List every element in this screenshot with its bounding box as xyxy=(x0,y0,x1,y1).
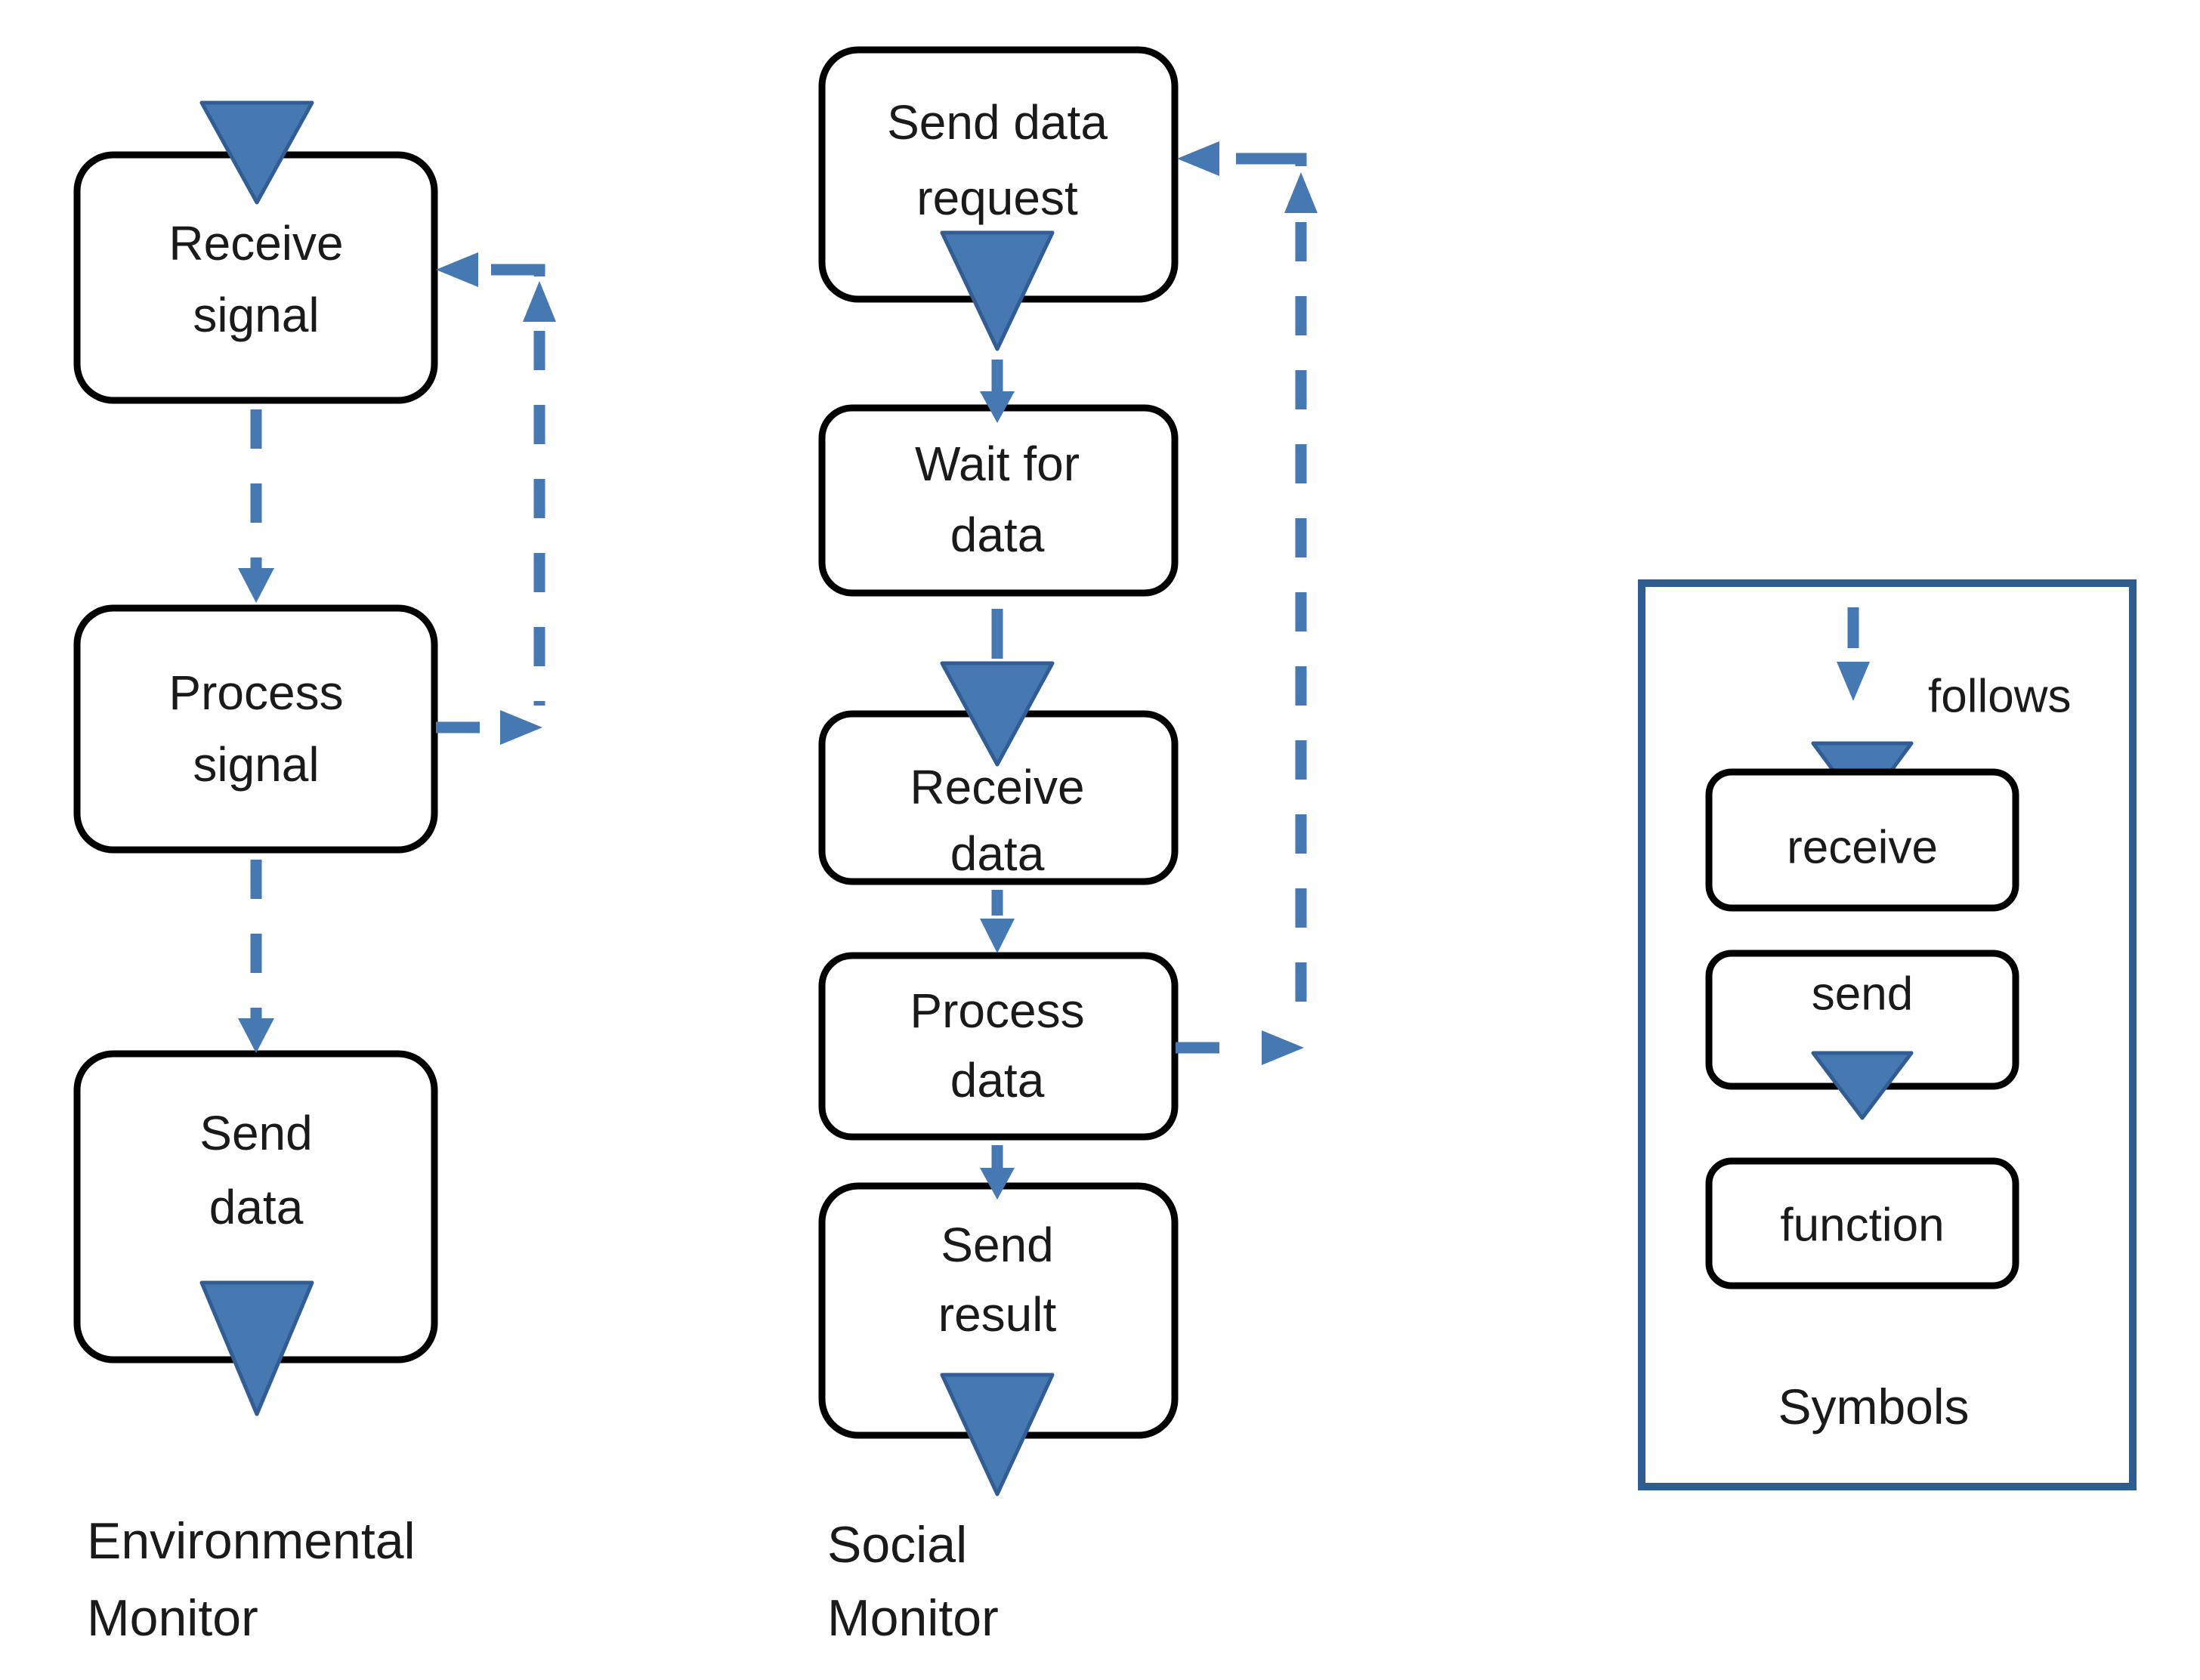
flow-box-label: data xyxy=(209,1180,304,1234)
flow-box-label: signal xyxy=(193,737,319,792)
legend-title: Symbols xyxy=(1778,1379,1969,1434)
flow-box-wait-for-data xyxy=(818,404,1179,597)
send-triangle-icon xyxy=(199,1280,314,1416)
flow-box-label: Send data xyxy=(887,95,1108,150)
arrowhead-down-icon xyxy=(238,568,274,603)
arrowhead-up-icon xyxy=(523,281,556,322)
legend-item-label: function xyxy=(1780,1200,1944,1252)
flow-box-label: Send xyxy=(941,1218,1053,1272)
arrowhead-up-icon xyxy=(1284,172,1318,213)
flow-box-label: Receive xyxy=(910,760,1084,814)
flow-box-label: Process xyxy=(168,666,343,720)
flow-box-label: Process xyxy=(910,984,1084,1038)
column-title: Monitor xyxy=(827,1589,999,1647)
legend-box-receive xyxy=(1705,768,2019,912)
feedback-corner-segment xyxy=(1236,153,1307,166)
flow-box-label: Receive xyxy=(168,216,343,270)
flow-box-label: data xyxy=(950,508,1045,562)
arrowhead-down-icon xyxy=(238,1018,274,1053)
arrowhead-down-icon xyxy=(980,391,1015,423)
social-monitor-flow: Send data request Wait for data Receive … xyxy=(818,46,1318,1647)
legend-box-function xyxy=(1705,1157,2019,1289)
arrowhead-left-icon xyxy=(436,252,478,287)
receive-triangle-icon xyxy=(199,100,314,205)
flow-box-process-data xyxy=(818,952,1179,1141)
feedback-corner-segment xyxy=(491,264,545,276)
arrowhead-down-icon xyxy=(980,919,1015,953)
arrowhead-down-icon xyxy=(1837,662,1870,701)
flow-box-label: data xyxy=(950,826,1045,881)
arrowhead-down-icon xyxy=(980,1168,1015,1200)
arrowhead-right-icon xyxy=(500,710,542,745)
flow-box-label: Wait for xyxy=(915,437,1080,491)
column-title: Monitor xyxy=(87,1589,258,1647)
send-triangle-icon xyxy=(1811,1051,1914,1120)
column-title: Environmental xyxy=(87,1512,416,1570)
legend-item-label: follows xyxy=(1928,671,2072,723)
send-triangle-icon xyxy=(940,230,1055,351)
arrowhead-right-icon xyxy=(1262,1030,1304,1065)
legend-item-label: send xyxy=(1812,968,1913,1021)
flow-box-label: result xyxy=(938,1287,1057,1342)
flow-box-label: data xyxy=(950,1053,1045,1107)
flow-box-label: signal xyxy=(193,288,319,342)
symbols-legend: follows receive send function Symbols xyxy=(1638,579,2137,1490)
legend-item-label: receive xyxy=(1787,822,1938,874)
flow-box-label: Send xyxy=(199,1106,312,1160)
send-triangle-icon xyxy=(940,1373,1055,1496)
environmental-monitor-flow: Receive signal Process signal Send data … xyxy=(73,100,556,1647)
flow-box-label: request xyxy=(916,171,1078,225)
arrowhead-left-icon xyxy=(1177,141,1219,176)
column-title: Social xyxy=(827,1516,967,1573)
legend-border xyxy=(1638,579,2137,1490)
flow-box-process-signal xyxy=(73,604,438,854)
receive-triangle-icon xyxy=(940,661,1055,767)
